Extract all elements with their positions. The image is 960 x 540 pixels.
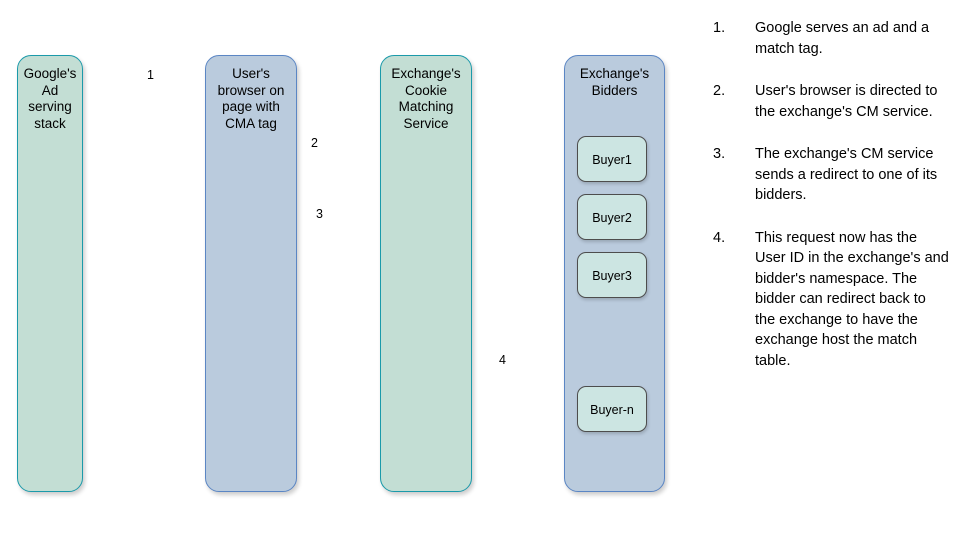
node-exchange-cookie-matching-service[interactable]: Exchange's Cookie Matching Service <box>380 55 472 492</box>
step-number-3: 3. <box>713 146 726 162</box>
arrow-label-2: 2 <box>311 136 318 150</box>
node-cms-label: Exchange's Cookie Matching Service <box>391 66 461 131</box>
step-item-2: 2. User's browser is directed to the exc… <box>710 81 950 122</box>
node-google-ad-serving-stack[interactable]: Google's Ad serving stack <box>17 55 83 492</box>
step-text-1: Google serves an ad and a match tag. <box>755 20 930 57</box>
steps-list: 1. Google serves an ad and a match tag. … <box>710 18 950 393</box>
buyer-box-1[interactable]: Buyer1 <box>577 136 647 182</box>
step-text-4: This request now has the User ID in the … <box>755 229 949 369</box>
node-bidders-label: Exchange's Bidders <box>579 66 650 98</box>
node-google-label: Google's Ad serving stack <box>23 66 77 131</box>
node-user-browser[interactable]: User's browser on page with CMA tag <box>205 55 297 492</box>
step-text-3: The exchange's CM service sends a redire… <box>755 146 938 203</box>
step-item-3: 3. The exchange's CM service sends a red… <box>710 144 950 206</box>
step-number-2: 2. <box>713 83 726 99</box>
buyer-box-2[interactable]: Buyer2 <box>577 194 647 240</box>
arrow-label-3: 3 <box>316 207 323 221</box>
step-number-1: 1. <box>713 20 726 36</box>
buyer-box-3[interactable]: Buyer3 <box>577 252 647 298</box>
arrow-label-4: 4 <box>499 353 506 367</box>
step-item-1: 1. Google serves an ad and a match tag. <box>710 18 950 59</box>
step-text-2: User's browser is directed to the exchan… <box>755 83 938 120</box>
step-item-4: 4. This request now has the User ID in t… <box>710 228 950 372</box>
node-browser-label: User's browser on page with CMA tag <box>217 66 285 131</box>
buyer-box-n[interactable]: Buyer-n <box>577 386 647 432</box>
step-number-4: 4. <box>713 229 726 246</box>
arrow-label-1: 1 <box>147 68 154 82</box>
